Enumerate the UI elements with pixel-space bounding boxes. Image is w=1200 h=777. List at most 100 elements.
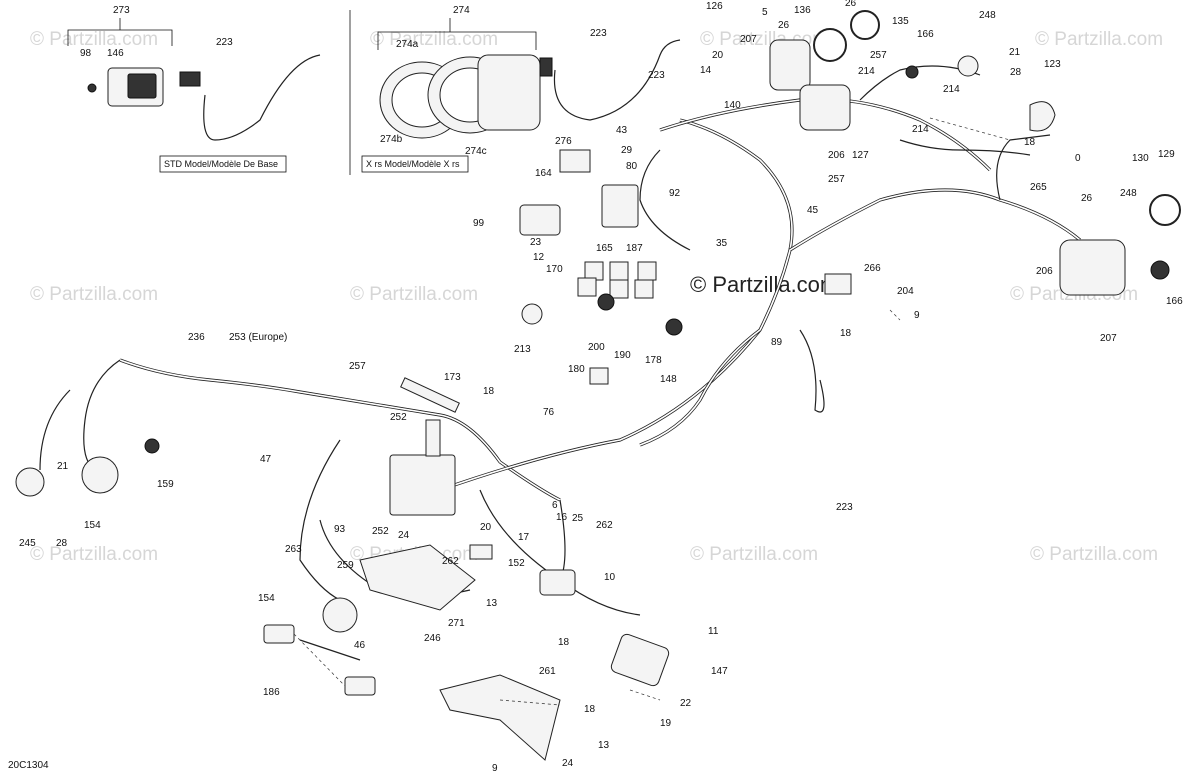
- callout-label: 10: [604, 572, 616, 583]
- callout-label: 206: [828, 150, 845, 161]
- callout-label: 214: [943, 84, 960, 95]
- watermark: © Partzilla.com: [1030, 544, 1158, 565]
- callout-label: 253 (Europe): [229, 332, 287, 343]
- callout-label: 274a: [396, 39, 419, 50]
- callout-label: 26: [778, 20, 790, 31]
- callout-label: 135: [892, 16, 909, 27]
- callout-label: 148: [660, 374, 677, 385]
- xrs-model-label: X rs Model/Modèle X rs: [366, 159, 460, 169]
- callout-label: 207: [740, 34, 757, 45]
- callout-label: 257: [870, 50, 887, 61]
- callout-label: 24: [562, 758, 574, 769]
- callout-label: 0: [1075, 153, 1081, 164]
- callout-label: 159: [157, 479, 174, 490]
- callout-label: 204: [897, 286, 914, 297]
- callout-label: 274: [453, 5, 470, 16]
- callout-label: 26: [1081, 193, 1093, 204]
- callout-label: 23: [530, 237, 542, 248]
- callout-label: 140: [724, 100, 741, 111]
- callout-label: 29: [621, 145, 633, 156]
- callout-label: 80: [626, 161, 638, 172]
- battery: [389, 454, 456, 516]
- callout-label: 165: [596, 243, 613, 254]
- callout-label: 166: [917, 29, 934, 40]
- callout-label: 154: [84, 520, 101, 531]
- components: [15, 10, 1181, 761]
- callout-label: 178: [645, 355, 662, 366]
- callout-label: 126: [706, 1, 723, 12]
- callout-label: 266: [864, 263, 881, 274]
- watermark: © Partzilla.com: [370, 29, 498, 50]
- callout-label: 76: [543, 407, 555, 418]
- control-module: [610, 633, 670, 687]
- horn: [15, 467, 45, 497]
- callout-label: 25: [572, 513, 584, 524]
- callout-label: 28: [1010, 67, 1022, 78]
- callout-label: 9: [914, 310, 920, 321]
- callout-label: 19: [660, 718, 672, 729]
- callout-label: 190: [614, 350, 631, 361]
- callout-label: 14: [700, 65, 712, 76]
- callout-label: 130: [1132, 153, 1149, 164]
- callout-label: 20: [480, 522, 492, 533]
- callout-label: 265: [1030, 182, 1047, 193]
- callout-label: 16: [556, 512, 568, 523]
- callout-label: 223: [216, 37, 233, 48]
- callout-label: 213: [514, 344, 531, 355]
- callout-label: 252: [390, 412, 407, 423]
- callout-label: 206: [1036, 266, 1053, 277]
- drawing-code: 20C1304: [8, 760, 49, 771]
- callout-label: 274c: [465, 146, 487, 157]
- xrs-model-inset: X rs Model/Modèle X rs: [361, 18, 681, 173]
- callout-label: 43: [616, 125, 628, 136]
- callout-label: 26: [845, 0, 857, 9]
- callout-label: 9: [492, 763, 498, 774]
- callout-label: 146: [107, 48, 124, 59]
- callout-label: 257: [349, 361, 366, 372]
- callout-label: 127: [852, 150, 869, 161]
- callout-label: 21: [57, 461, 69, 472]
- callout-label: 261: [539, 666, 556, 677]
- callout-label: 223: [648, 70, 665, 81]
- leaders: [293, 117, 1011, 706]
- callout-label: 46: [354, 640, 366, 651]
- watermark: © Partzilla.com: [30, 544, 158, 565]
- callout-label: 21: [1009, 47, 1021, 58]
- callout-label: 257: [828, 174, 845, 185]
- callout-label: 98: [80, 48, 92, 59]
- callout-label: 246: [424, 633, 441, 644]
- callout-label: 245: [19, 538, 36, 549]
- callout-label: 129: [1158, 149, 1175, 160]
- callout-label: 214: [858, 66, 875, 77]
- callout-label: 271: [448, 618, 465, 629]
- callout-label: 214: [912, 124, 929, 135]
- callout-label: 273: [113, 5, 130, 16]
- callout-label: 22: [680, 698, 692, 709]
- callout-label: 47: [260, 454, 272, 465]
- callout-label: 223: [590, 28, 607, 39]
- license-bracket: [439, 674, 561, 761]
- callout-label: 92: [669, 188, 681, 199]
- callout-label: 5: [762, 7, 768, 18]
- watermark: © Partzilla.com: [690, 544, 818, 565]
- callout-label: 18: [1024, 137, 1036, 148]
- callout-label: 136: [794, 5, 811, 16]
- center-watermark: © Partzilla.com: [690, 272, 838, 297]
- callout-label: 259: [337, 560, 354, 571]
- callout-label: 18: [483, 386, 495, 397]
- callout-label: 200: [588, 342, 605, 353]
- callout-label: 99: [473, 218, 485, 229]
- callout-label: 187: [626, 243, 643, 254]
- callout-label: 123: [1044, 59, 1061, 70]
- callout-label: 13: [486, 598, 498, 609]
- callout-label: 252: [372, 526, 389, 537]
- headlight-assembly-left-top: [769, 39, 811, 91]
- callout-label: 45: [807, 205, 819, 216]
- watermark: © Partzilla.com: [30, 29, 158, 50]
- callout-label: 93: [334, 524, 346, 535]
- callout-label: 262: [442, 556, 459, 567]
- callout-label: 12: [533, 252, 545, 263]
- watermark: © Partzilla.com: [1035, 29, 1163, 50]
